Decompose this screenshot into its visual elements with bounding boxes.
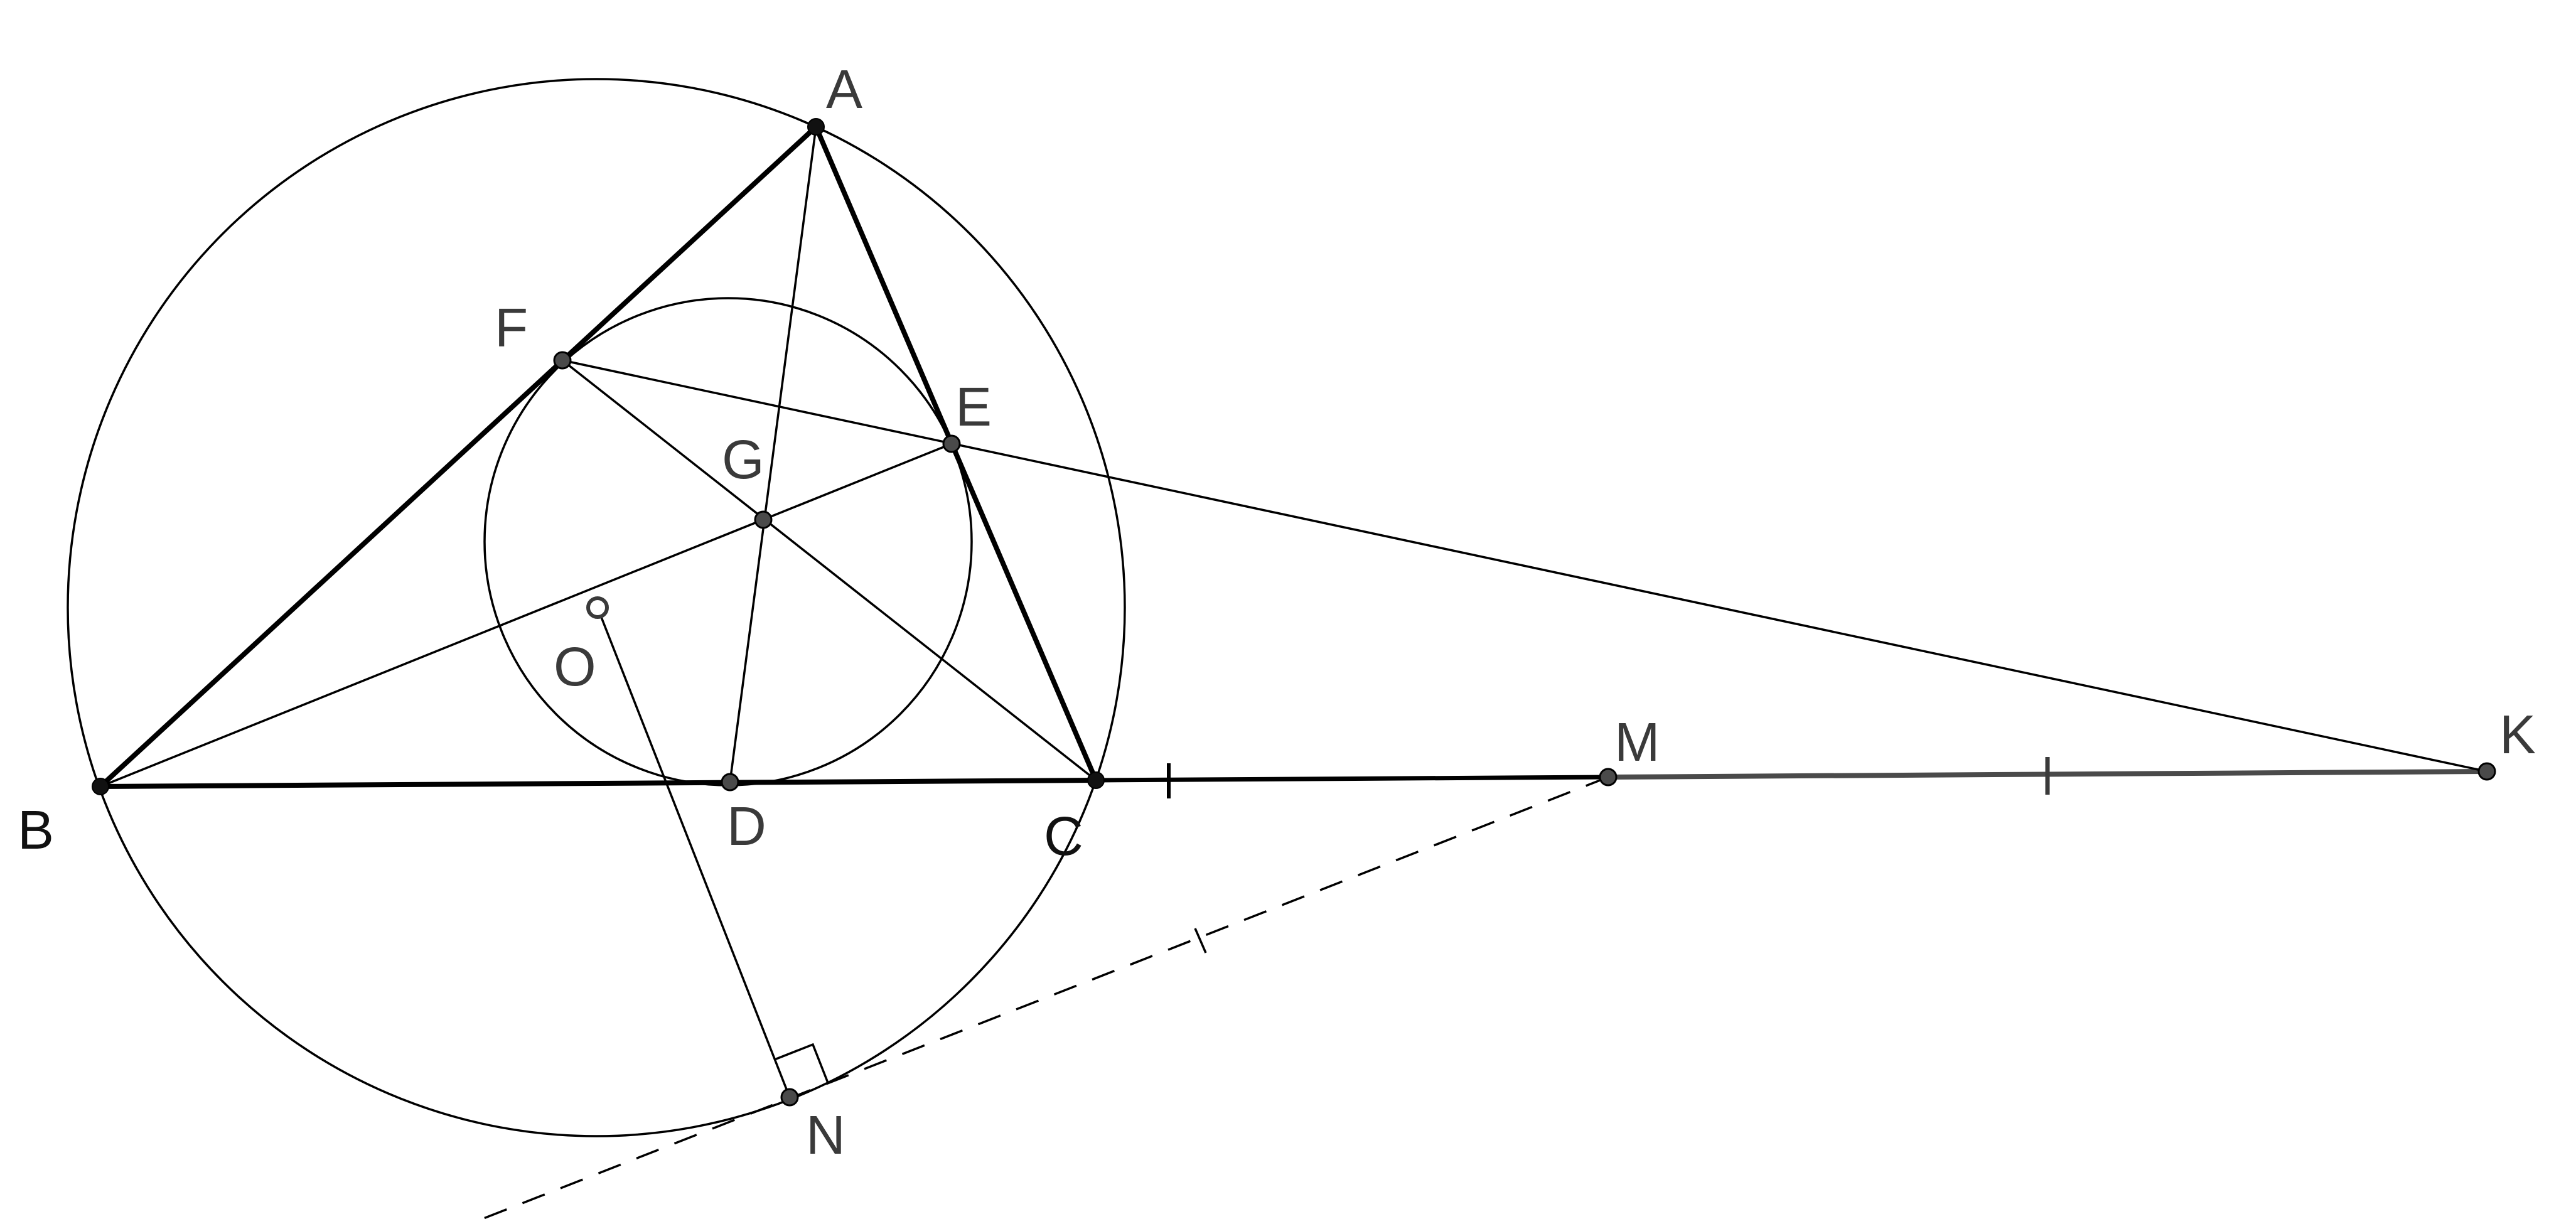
point-k xyxy=(2477,762,2496,781)
cevian-be xyxy=(100,443,952,788)
label-n: N xyxy=(806,1105,845,1166)
point-f xyxy=(553,351,572,370)
label-k: K xyxy=(2499,704,2536,765)
segment-on xyxy=(596,607,791,1098)
cevian-cf xyxy=(561,359,1097,781)
point-n xyxy=(780,1088,799,1107)
label-f: F xyxy=(495,298,528,358)
point-g xyxy=(754,510,773,529)
tick-mark-mn xyxy=(1194,928,1207,953)
side-ab xyxy=(99,125,818,788)
circumcircle xyxy=(67,78,1126,1137)
label-g: G xyxy=(722,429,765,490)
label-e: E xyxy=(955,377,992,438)
side-ac xyxy=(813,126,1098,781)
point-o xyxy=(586,596,609,619)
point-e xyxy=(942,434,961,453)
label-d: D xyxy=(727,796,766,857)
segment-cm xyxy=(1095,775,1609,783)
label-a: A xyxy=(826,59,862,120)
label-b: B xyxy=(18,800,54,861)
point-a xyxy=(807,118,825,136)
incircle xyxy=(483,297,973,787)
label-m: M xyxy=(1614,712,1660,773)
point-b xyxy=(92,778,109,795)
label-o: O xyxy=(554,636,596,697)
side-bc xyxy=(100,778,1097,789)
point-c xyxy=(1087,771,1105,789)
point-m xyxy=(1599,768,1618,787)
cevian-ad xyxy=(729,126,817,783)
right-angle-marker xyxy=(774,1043,829,1083)
point-d xyxy=(721,773,739,792)
label-c: C xyxy=(1044,806,1083,867)
line-fk xyxy=(562,359,2487,773)
